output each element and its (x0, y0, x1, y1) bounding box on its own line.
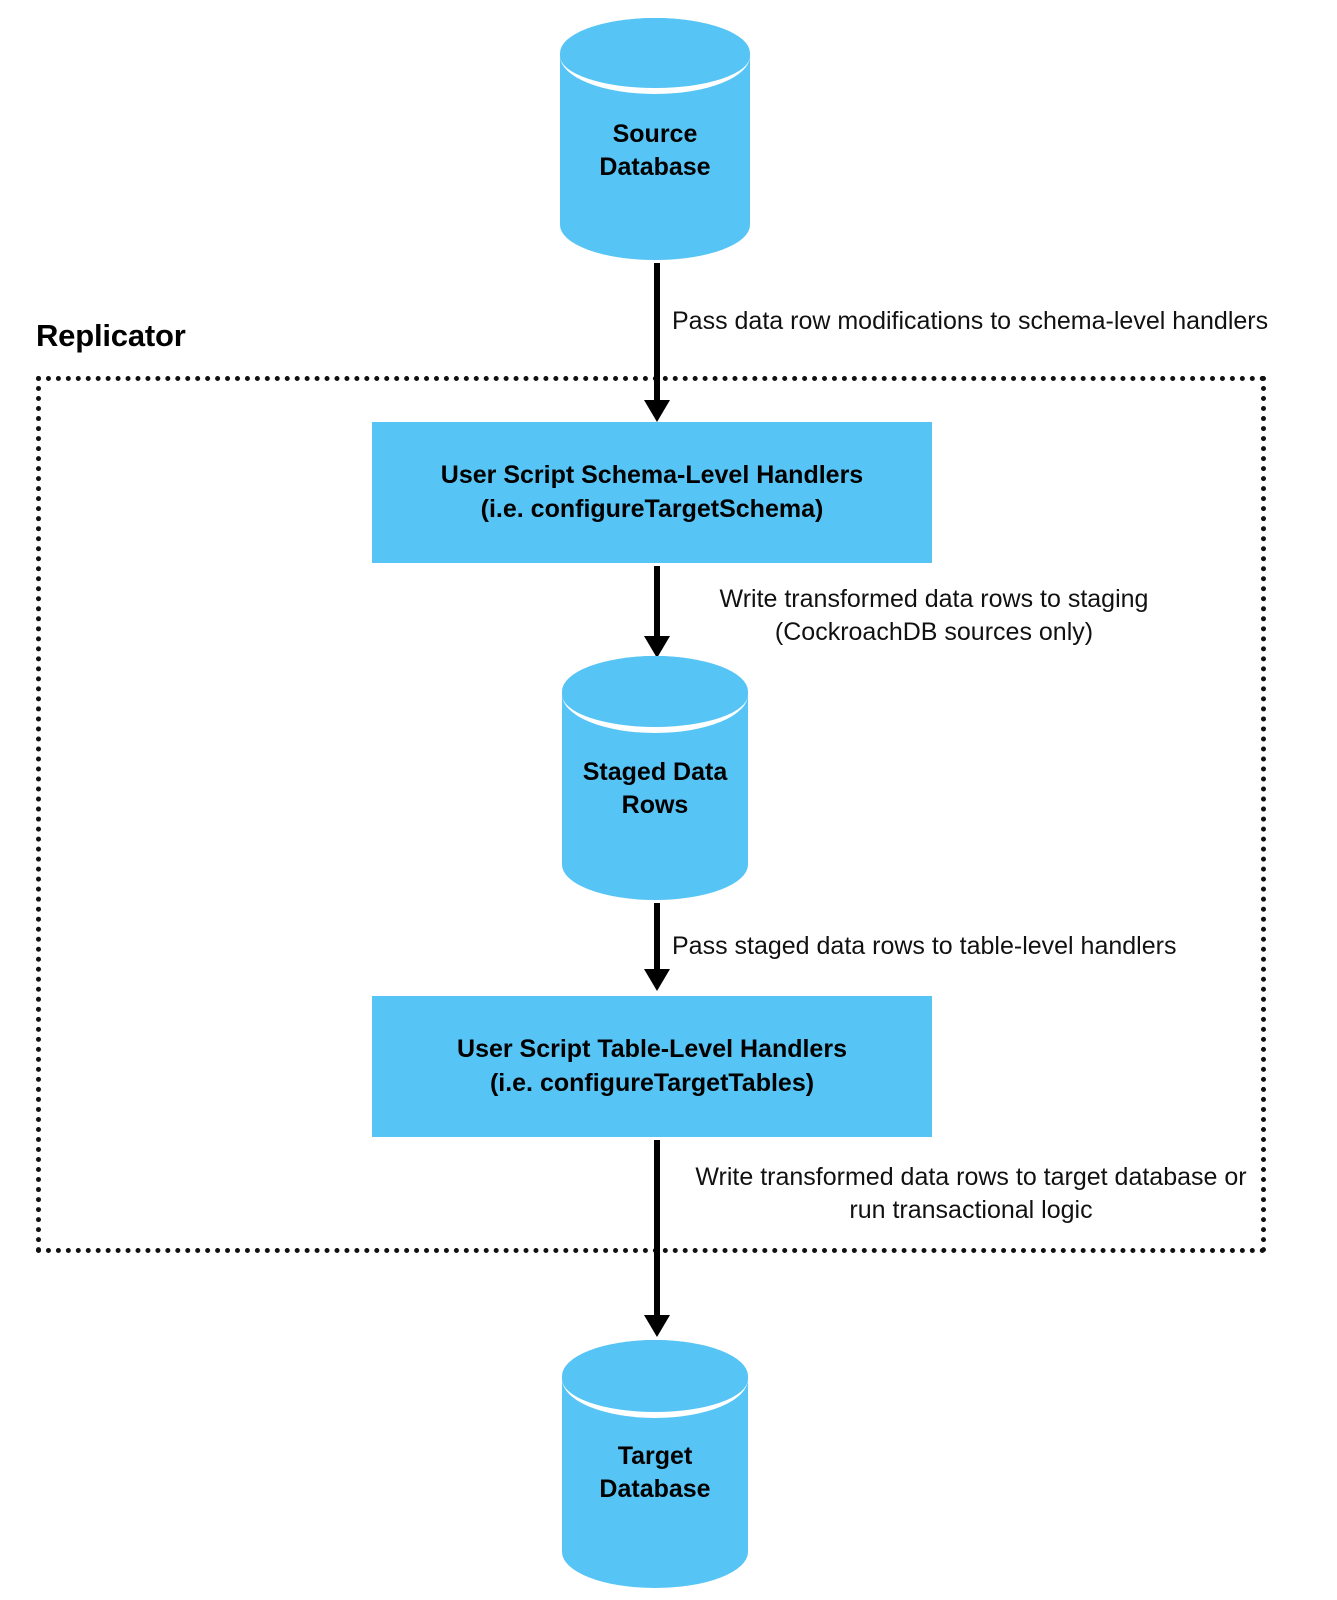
arrow-head (644, 969, 670, 991)
arrow-head (644, 636, 670, 658)
replicator-group-title: Replicator (36, 318, 186, 353)
node-source-database: Source Database (560, 18, 750, 260)
cylinder-top-ellipse (562, 656, 748, 733)
edge-label-source-to-schema: Pass data row modifications to schema-le… (672, 307, 1269, 335)
node-source-database-label: Source Database (599, 120, 711, 181)
arrow-shaft (654, 566, 660, 638)
node-table-level-handlers: User Script Table-Level Handlers (i.e. c… (372, 996, 932, 1137)
node-table-level-handlers-label: User Script Table-Level Handlers (i.e. c… (457, 1035, 847, 1097)
arrow-shaft (654, 1140, 660, 1317)
edge-label-table-to-target: Write transformed data rows to target da… (695, 1163, 1247, 1224)
cylinder-top-ellipse (562, 1340, 748, 1418)
node-staged-data-rows: Staged Data Rows (562, 656, 748, 900)
edge-label-schema-to-staged: Write transformed data rows to staging (… (719, 585, 1149, 646)
replicator-boundary-box (36, 376, 1266, 1253)
arrow-head (644, 1315, 670, 1337)
cylinder-top-ellipse (560, 18, 750, 95)
arrow-shaft (654, 263, 660, 402)
edge-label-staged-to-table: Pass staged data rows to table-level han… (672, 932, 1177, 960)
arrow-shaft (654, 903, 660, 971)
node-schema-level-handlers-label: User Script Schema-Level Handlers (i.e. … (440, 461, 864, 523)
node-schema-level-handlers: User Script Schema-Level Handlers (i.e. … (372, 422, 932, 563)
node-staged-data-rows-label: Staged Data Rows (582, 758, 728, 819)
node-target-database: Target Database (562, 1340, 748, 1588)
arrow-head (644, 400, 670, 422)
node-target-database-label: Target Database (599, 1442, 711, 1503)
